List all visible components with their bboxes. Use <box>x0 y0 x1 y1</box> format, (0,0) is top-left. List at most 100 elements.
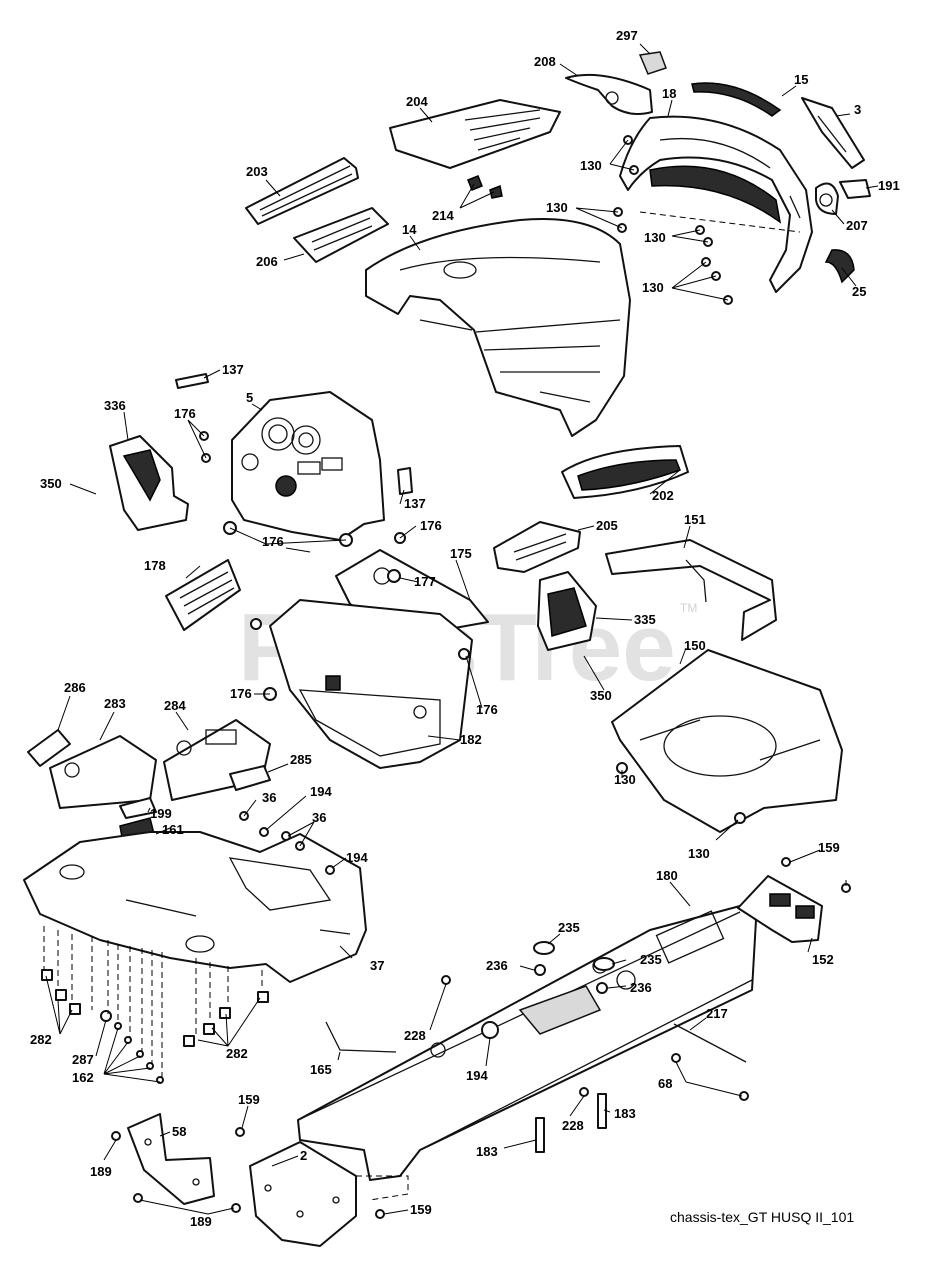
callout-25: 25 <box>852 284 866 299</box>
part-203-side-grille <box>245 157 359 225</box>
callout-282-b: 282 <box>226 1046 248 1061</box>
callout-208: 208 <box>534 54 556 69</box>
callout-151: 151 <box>684 512 706 527</box>
callout-189-b: 189 <box>190 1214 212 1229</box>
part-194-spacer <box>481 1021 499 1039</box>
callout-177: 177 <box>414 574 436 589</box>
callout-130-a: 130 <box>580 158 602 173</box>
callout-176-d: 176 <box>230 686 252 701</box>
callout-180: 180 <box>656 868 678 883</box>
part-137-clip <box>175 373 209 389</box>
callout-217: 217 <box>706 1006 728 1021</box>
callout-194-a: 194 <box>310 784 332 799</box>
callout-175: 175 <box>450 546 472 561</box>
callout-3: 3 <box>854 102 861 117</box>
callout-336: 336 <box>104 398 126 413</box>
part-58-bracket <box>127 1113 215 1205</box>
callout-335: 335 <box>634 612 656 627</box>
callout-161: 161 <box>162 822 184 837</box>
callout-228-b: 228 <box>562 1118 584 1133</box>
callout-287: 287 <box>72 1052 94 1067</box>
bolt-159-d <box>375 1209 385 1219</box>
part-5-dash-panel <box>231 391 385 541</box>
part-284-fender-cap-right <box>163 719 271 801</box>
leader-lines <box>45 43 879 1215</box>
part-214-clips <box>467 175 503 199</box>
callout-176-e: 176 <box>476 702 498 717</box>
callout-194-c: 194 <box>466 1068 488 1083</box>
part-236-nuts <box>534 964 608 994</box>
watermark-trademark: TM <box>680 601 697 615</box>
callout-159-a: 159 <box>818 840 840 855</box>
part-14-hood <box>365 218 631 437</box>
callout-236-b: 236 <box>630 980 652 995</box>
part-287-bolt <box>100 1010 112 1022</box>
part-286-cap <box>27 729 71 767</box>
callout-176-a: 176 <box>174 406 196 421</box>
part-151-bracket <box>605 539 777 641</box>
callout-203: 203 <box>246 164 268 179</box>
callout-182: 182 <box>460 732 482 747</box>
part-130-screws-top <box>613 135 801 305</box>
part-15-trim-strip <box>691 82 782 117</box>
callout-130-f: 130 <box>688 846 710 861</box>
callout-130-c: 130 <box>644 230 666 245</box>
callout-159-b: 159 <box>238 1092 260 1107</box>
part-180-frame <box>297 905 757 1181</box>
callout-130-d: 130 <box>642 280 664 295</box>
part-235-bushings <box>533 941 615 971</box>
callout-36-a: 36 <box>262 790 276 805</box>
part-336-side-cover <box>109 435 189 531</box>
callout-207: 207 <box>846 218 868 233</box>
callout-189-a: 189 <box>90 1164 112 1179</box>
part-217-rod <box>673 1023 747 1063</box>
callout-150: 150 <box>684 638 706 653</box>
part-208-light-bracket <box>565 73 653 115</box>
callout-2: 2 <box>300 1148 307 1163</box>
part-335-side-cover <box>537 571 597 651</box>
part-37-rear-fender <box>23 831 367 983</box>
part-282-clips <box>41 969 269 1047</box>
part-297-cap <box>638 51 667 75</box>
part-182-console <box>269 599 473 769</box>
callout-235-a: 235 <box>558 920 580 935</box>
callout-297: 297 <box>616 28 638 43</box>
part-204-hood-cover <box>389 99 561 169</box>
callout-137-a: 137 <box>222 362 244 377</box>
part-152-rear-bracket <box>737 875 823 943</box>
callout-183-b: 183 <box>476 1144 498 1159</box>
callout-235-b: 235 <box>640 952 662 967</box>
part-162-screws <box>114 1022 164 1084</box>
callout-283: 283 <box>104 696 126 711</box>
callout-183-a: 183 <box>614 1106 636 1121</box>
callout-205: 205 <box>596 518 618 533</box>
callout-159-c: 159 <box>410 1202 432 1217</box>
diagram-caption: chassis-tex_GT HUSQ II_101 <box>670 1209 854 1225</box>
callout-285: 285 <box>290 752 312 767</box>
callout-152: 152 <box>812 952 834 967</box>
part-150-deck-shield <box>611 649 843 833</box>
callout-350-a: 350 <box>40 476 62 491</box>
part-25-corner-piece <box>824 249 855 284</box>
callout-37: 37 <box>370 958 384 973</box>
part-2-mount-bracket <box>249 1141 357 1247</box>
callout-282-a: 282 <box>30 1032 52 1047</box>
callout-68: 68 <box>658 1076 672 1091</box>
callout-176-b: 176 <box>420 518 442 533</box>
callout-284: 284 <box>164 698 186 713</box>
part-285-cover <box>229 765 271 791</box>
callout-178: 178 <box>144 558 166 573</box>
bolt-159-c <box>235 1127 245 1137</box>
part-177-knob <box>387 569 401 583</box>
bolt-189-a <box>111 1131 121 1141</box>
callout-15: 15 <box>794 72 808 87</box>
callout-130-e: 130 <box>614 772 636 787</box>
part-191-emblem <box>839 179 871 199</box>
part-3-side-panel <box>801 97 865 169</box>
callout-191: 191 <box>878 178 900 193</box>
part-283-fender-cap-left <box>49 735 157 809</box>
callout-194-b: 194 <box>346 850 368 865</box>
part-207-headlight <box>815 182 839 215</box>
callout-5: 5 <box>246 390 253 405</box>
callout-165: 165 <box>310 1062 332 1077</box>
